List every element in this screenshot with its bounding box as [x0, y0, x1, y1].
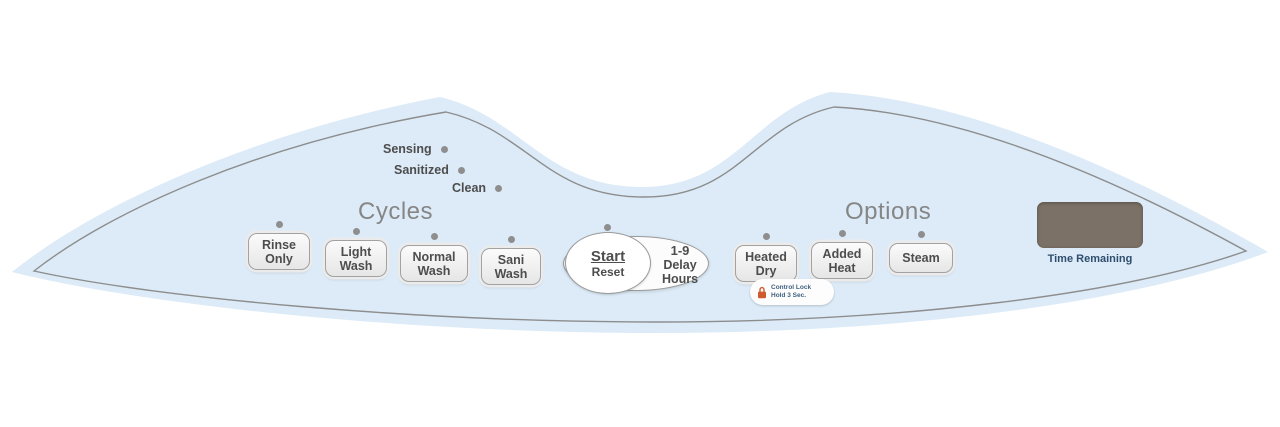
- sensing-label: Sensing: [383, 142, 432, 156]
- sani-wash-indicator-light: [507, 236, 515, 243]
- sensing-indicator-light: [440, 145, 448, 153]
- sani-wash-label-line1: Sani: [497, 252, 525, 267]
- steam-label: Steam: [902, 251, 940, 265]
- sani-wash-button[interactable]: Sani Wash: [481, 248, 541, 285]
- sani-wash-label-line2: Wash: [494, 266, 528, 281]
- normal-wash-label-line2: Wash: [417, 263, 451, 278]
- added-heat-label-line2: Heat: [828, 260, 856, 275]
- rinse-only-group: Rinse Only: [248, 221, 310, 270]
- control-lock-label-line1: Control Lock: [771, 284, 812, 291]
- light-wash-indicator-light: [352, 228, 360, 235]
- start-reset-button[interactable]: Start Reset: [565, 232, 651, 294]
- start-delay-assembly: 1-9 Delay Hours Start Reset: [563, 224, 713, 296]
- clean-label: Clean: [452, 181, 487, 195]
- normal-wash-label-line1: Normal: [412, 249, 456, 264]
- time-remaining-label: Time Remaining: [1047, 253, 1133, 265]
- rinse-only-label-line1: Rinse: [261, 237, 297, 252]
- heated-dry-indicator-light: [762, 233, 770, 240]
- delay-hours-line2: Delay: [663, 258, 697, 272]
- sani-wash-group: Sani Wash: [481, 236, 541, 285]
- normal-wash-indicator-light: [430, 233, 438, 240]
- heated-dry-button[interactable]: Heated Dry: [735, 245, 797, 282]
- rinse-only-button[interactable]: Rinse Only: [248, 233, 310, 270]
- normal-wash-button[interactable]: Normal Wash: [400, 245, 468, 282]
- rinse-only-label-line2: Only: [265, 251, 293, 266]
- delay-hours-label: 1-9 Delay Hours: [655, 243, 705, 287]
- steam-button[interactable]: Steam: [889, 243, 953, 273]
- cycles-heading: Cycles: [358, 198, 434, 225]
- reset-label: Reset: [591, 264, 625, 279]
- delay-hours-line3: Hours: [661, 272, 699, 286]
- added-heat-button[interactable]: Added Heat: [811, 242, 873, 279]
- heated-dry-group: Heated Dry: [735, 233, 797, 282]
- status-row-clean: Clean: [452, 181, 503, 195]
- light-wash-button[interactable]: Light Wash: [325, 240, 387, 277]
- light-wash-group: Light Wash: [325, 228, 387, 277]
- added-heat-label-line1: Added: [822, 246, 862, 261]
- time-remaining-display: [1037, 202, 1143, 248]
- control-lock-label-line2: Hold 3 Sec.: [771, 292, 807, 299]
- delay-hours-line1: 1-9: [670, 243, 690, 258]
- start-indicator-light: [604, 224, 611, 231]
- start-label: Start: [590, 247, 626, 265]
- status-row-sensing: Sensing: [383, 142, 448, 156]
- clean-indicator-light: [495, 184, 503, 192]
- added-heat-indicator-light: [838, 230, 846, 237]
- options-heading: Options: [845, 198, 932, 225]
- panel-inner-outline: [32, 106, 1248, 323]
- control-lock-badge: Control Lock Hold 3 Sec.: [750, 279, 834, 305]
- added-heat-group: Added Heat: [811, 230, 873, 279]
- light-wash-label-line1: Light: [340, 244, 372, 259]
- light-wash-label-line2: Wash: [339, 258, 373, 273]
- status-row-sanitized: Sanitized: [394, 163, 465, 177]
- steam-indicator-light: [917, 231, 925, 238]
- sanitized-indicator-light: [457, 166, 465, 174]
- lock-icon: [758, 286, 766, 298]
- rinse-only-indicator-light: [275, 221, 283, 228]
- steam-group: Steam: [889, 231, 953, 273]
- heated-dry-label-line1: Heated: [745, 249, 787, 264]
- normal-wash-group: Normal Wash: [400, 233, 468, 282]
- sanitized-label: Sanitized: [394, 163, 449, 177]
- heated-dry-label-line2: Dry: [755, 263, 777, 278]
